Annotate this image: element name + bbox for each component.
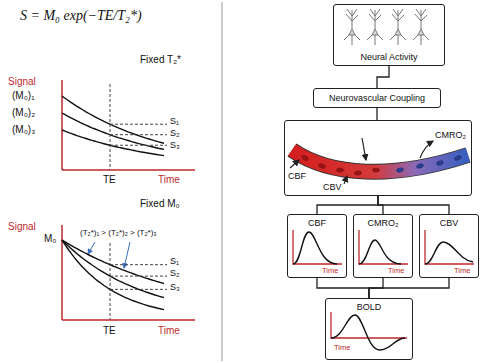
- plot-label: (M₀)₃: [12, 124, 35, 136]
- axis-label: CBF: [288, 171, 306, 181]
- equation: S = M₀ exp(−TE/T₂*): [20, 8, 142, 24]
- process-box: BOLD Time: [325, 298, 413, 360]
- axis-label: Time: [388, 267, 404, 276]
- plot-label: S₁: [170, 256, 179, 266]
- plot-label: TE: [103, 174, 116, 186]
- plot-label: S₃: [170, 282, 180, 292]
- plot-label: (M₀)₁: [12, 90, 35, 102]
- process-box: CMRO₂ CBF CBV: [284, 120, 472, 196]
- connector: [317, 278, 369, 298]
- connector: [376, 108, 377, 120]
- plot-label: S₃: [170, 140, 180, 150]
- plot-label: Fixed T₂*: [140, 54, 181, 66]
- plot-label: Signal: [8, 221, 36, 233]
- plot-label: Fixed M₀: [140, 198, 180, 210]
- box-label: CBV: [420, 218, 478, 228]
- box-label: CBF: [288, 218, 346, 228]
- connector: [317, 196, 378, 214]
- box-label: CMRO₂: [435, 130, 466, 140]
- process-box: Neurovascular Coupling: [313, 88, 441, 108]
- box-label: CMRO₂: [354, 218, 412, 228]
- process-box: CMRO₂ Time: [353, 214, 413, 278]
- box-label: BOLD: [326, 302, 412, 312]
- plot-label: (T₂*)₁ > (T₂*)₂ > (T₂*)₃: [80, 228, 157, 237]
- plot-fixed-m0: [62, 225, 195, 320]
- plot-label: M₀: [44, 233, 56, 245]
- connector: [377, 66, 389, 88]
- process-box: CBV Time: [419, 214, 479, 278]
- axis-label: Time: [454, 267, 470, 276]
- axis-label: CBV: [323, 182, 342, 192]
- box-label: Neural Activity: [334, 52, 444, 62]
- plot-label: Time: [158, 174, 180, 186]
- plot-fixed-t2: [62, 80, 195, 170]
- plot-label: S₂: [170, 268, 180, 278]
- divider: [222, 2, 223, 361]
- response-curves: [293, 230, 474, 350]
- axis-label: Time: [334, 344, 350, 353]
- plot-label: Time: [158, 325, 180, 337]
- box-label: Neurovascular Coupling: [314, 93, 440, 103]
- connector: [378, 196, 449, 214]
- blood-vessel: [290, 138, 468, 184]
- connector: [369, 278, 449, 298]
- plot-label: S₁: [170, 116, 179, 126]
- process-box: CBF Time: [287, 214, 347, 278]
- plot-label: (M₀)₂: [12, 107, 35, 119]
- plot-label: S₂: [170, 128, 180, 138]
- process-box: Neural Activity: [333, 4, 445, 66]
- plot-label: Signal: [8, 76, 36, 88]
- neurons: [344, 9, 429, 45]
- plot-label: TE: [103, 325, 116, 337]
- axis-label: Time: [322, 267, 338, 276]
